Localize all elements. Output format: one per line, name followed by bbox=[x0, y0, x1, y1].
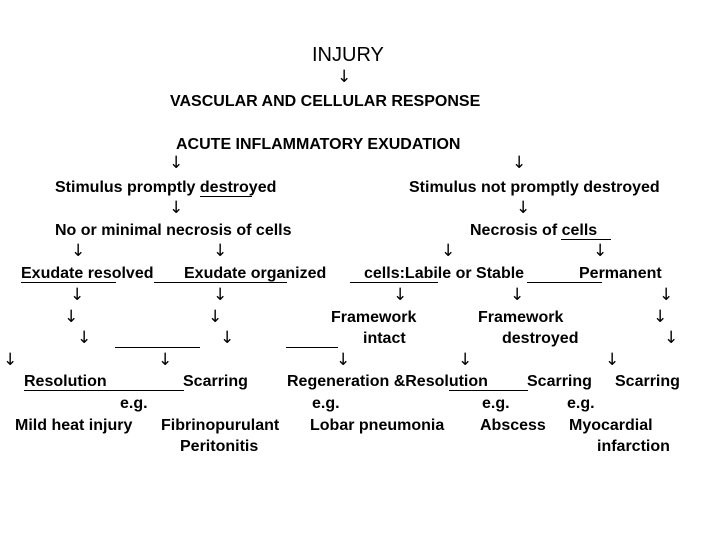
node-framework-destroyed-1: Framework bbox=[478, 309, 564, 326]
node-exudate-organized: Exudate organized bbox=[184, 265, 327, 282]
example-myocardial: Myocardial bbox=[569, 417, 653, 434]
node-scarring-3: Scarring bbox=[615, 373, 680, 390]
node-vascular-response: VASCULAR AND CELLULAR RESPONSE bbox=[170, 93, 481, 110]
connector-line bbox=[21, 282, 116, 283]
arrow-down-icon: ↓ bbox=[169, 198, 184, 218]
arrow-down-icon: ↓ bbox=[653, 307, 668, 327]
node-acute-exudation: ACUTE INFLAMMATORY EXUDATION bbox=[176, 136, 461, 153]
connector-line bbox=[154, 282, 287, 283]
connector-line bbox=[350, 282, 438, 283]
arrow-down-icon: ↓ bbox=[337, 67, 352, 87]
arrow-down-icon: ↓ bbox=[208, 307, 223, 327]
example-eg-2: e.g. bbox=[312, 395, 340, 412]
connector-line bbox=[527, 282, 602, 283]
example-peritonitis: Peritonitis bbox=[180, 438, 259, 455]
arrow-down-icon: ↓ bbox=[213, 241, 228, 261]
node-necrosis: Necrosis of cells bbox=[470, 222, 598, 239]
node-injury: INJURY bbox=[312, 44, 384, 66]
node-destroyed: destroyed bbox=[502, 330, 579, 347]
arrow-down-icon: ↓ bbox=[158, 350, 173, 370]
node-scarring-2: Scarring bbox=[527, 373, 592, 390]
connector-line bbox=[200, 196, 252, 197]
arrow-down-icon: ↓ bbox=[441, 241, 456, 261]
node-exudate-resolved: Exudate resolved bbox=[21, 265, 154, 282]
arrow-down-icon: ↓ bbox=[510, 285, 525, 305]
node-cells-labile-stable: cells:Labile or Stable bbox=[364, 265, 525, 282]
arrow-down-icon: ↓ bbox=[169, 153, 184, 173]
node-regeneration-resolution: Regeneration &Resolution bbox=[287, 373, 488, 390]
node-stimulus-destroyed: Stimulus promptly destroyed bbox=[55, 179, 277, 196]
example-lobar-pneumonia: Lobar pneumonia bbox=[310, 417, 445, 434]
node-intact: intact bbox=[363, 330, 406, 347]
arrow-down-icon: ↓ bbox=[70, 285, 85, 305]
example-abscess: Abscess bbox=[480, 417, 546, 434]
node-framework-intact-1: Framework bbox=[331, 309, 417, 326]
connector-line bbox=[286, 347, 338, 348]
arrow-down-icon: ↓ bbox=[659, 285, 674, 305]
node-minimal-necrosis: No or minimal necrosis of cells bbox=[55, 222, 292, 239]
arrow-down-icon: ↓ bbox=[605, 350, 620, 370]
arrow-down-icon: ↓ bbox=[220, 328, 235, 348]
arrow-down-icon: ↓ bbox=[64, 307, 79, 327]
arrow-down-icon: ↓ bbox=[393, 285, 408, 305]
node-resolution: Resolution bbox=[24, 373, 107, 390]
node-stimulus-not-destroyed: Stimulus not promptly destroyed bbox=[409, 179, 660, 196]
arrow-down-icon: ↓ bbox=[593, 241, 608, 261]
arrow-down-icon: ↓ bbox=[512, 153, 527, 173]
connector-line bbox=[115, 347, 200, 348]
example-infarction: infarction bbox=[597, 438, 670, 455]
arrow-down-icon: ↓ bbox=[664, 328, 679, 348]
connector-line bbox=[561, 239, 611, 240]
arrow-down-icon: ↓ bbox=[77, 328, 92, 348]
example-eg-1: e.g. bbox=[120, 395, 148, 412]
arrow-down-icon: ↓ bbox=[516, 198, 531, 218]
connector-line bbox=[24, 390, 184, 391]
arrow-down-icon: ↓ bbox=[213, 285, 228, 305]
example-fibrinopurulant: Fibrinopurulant bbox=[161, 417, 280, 434]
connector-line bbox=[449, 390, 528, 391]
arrow-down-icon: ↓ bbox=[458, 350, 473, 370]
example-mild-heat-injury: Mild heat injury bbox=[15, 417, 133, 434]
arrow-down-icon: ↓ bbox=[71, 241, 86, 261]
node-permanent: Permanent bbox=[579, 265, 662, 282]
node-scarring-1: Scarring bbox=[183, 373, 248, 390]
example-eg-4: e.g. bbox=[567, 395, 595, 412]
arrow-down-icon: ↓ bbox=[336, 350, 351, 370]
arrow-down-icon: ↓ bbox=[3, 350, 18, 370]
example-eg-3: e.g. bbox=[482, 395, 510, 412]
